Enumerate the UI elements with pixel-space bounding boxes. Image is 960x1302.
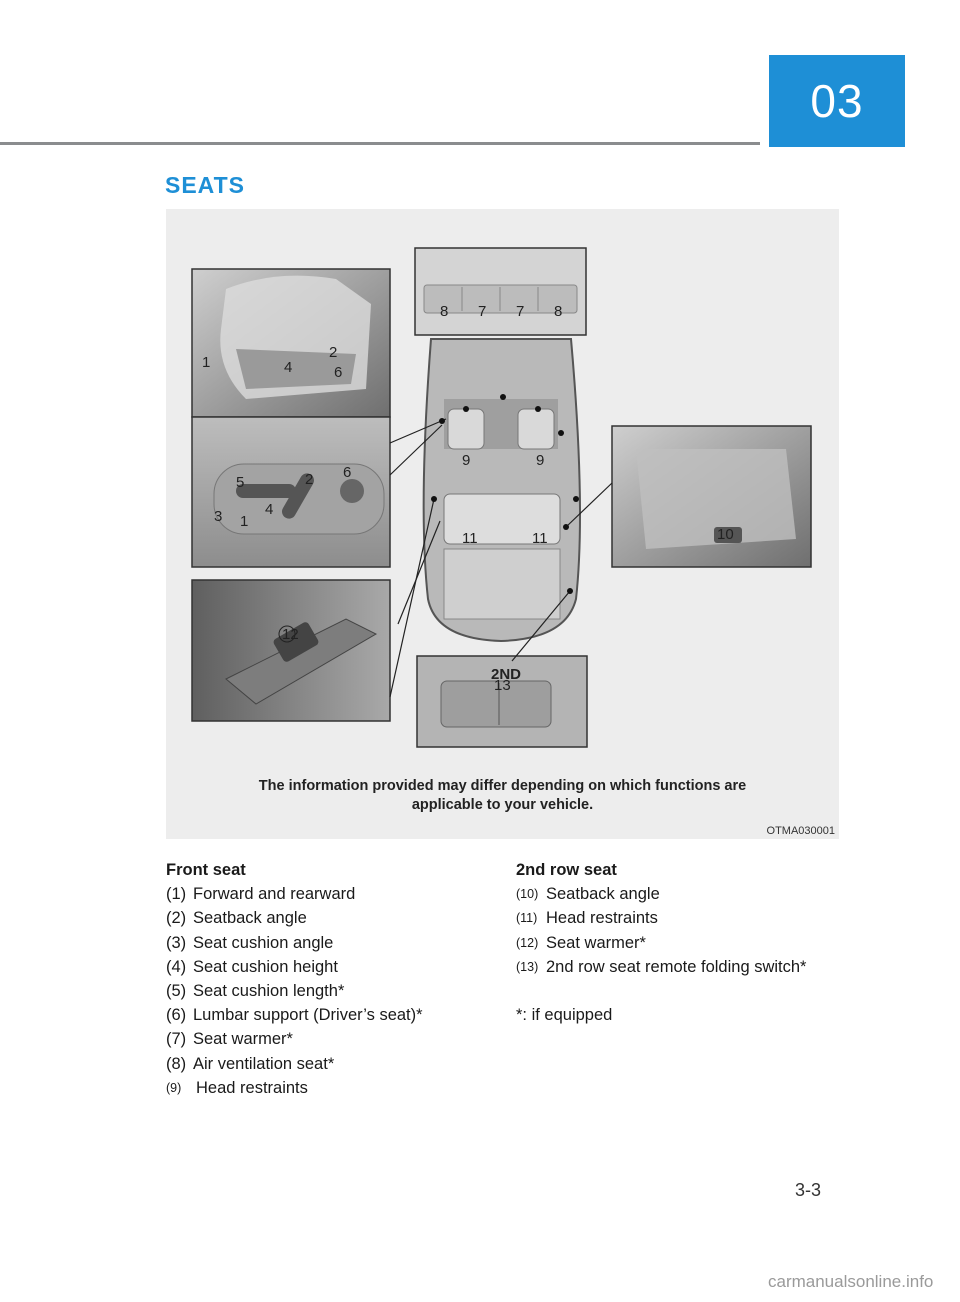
item-number: (13) [516, 959, 539, 974]
list-item: (1) Forward and rearward [166, 882, 486, 906]
item-number: (2) [166, 909, 187, 928]
item-text: Seatback angle [193, 909, 307, 928]
second-row-seat-list: 2nd row seat (10) Seatback angle (11) Head… [516, 858, 846, 1027]
front-seat-list: Front seat (1) Forward and rearward (2) Se… [166, 858, 486, 1100]
item-number: (1) [166, 885, 187, 904]
switch-label-2nd: 2ND [491, 666, 521, 683]
figure-note: The information provided may differ depe… [166, 777, 839, 815]
callout-8b: 8 [554, 303, 562, 320]
footnote: *: if equipped [516, 1006, 613, 1025]
list-item: (10) Seatback angle [516, 882, 846, 906]
callout-9: 9 [462, 452, 470, 469]
section-title: SEATS [165, 172, 245, 198]
callout-12: 12 [282, 626, 299, 643]
page-number: 3-3 [795, 1180, 822, 1200]
callout-dots [431, 394, 579, 594]
list-item: (3) Seat cushion angle [166, 931, 486, 955]
callout-2b: 2 [305, 471, 313, 488]
item-text: 2nd row seat remote folding switch* [546, 957, 807, 976]
list-item: (7) Seat warmer* [166, 1027, 486, 1051]
item-text: Head restraints [196, 1078, 308, 1097]
item-number: (11) [516, 911, 538, 926]
item-number: (12) [516, 935, 539, 950]
callout-6b: 6 [343, 464, 351, 481]
callout-10: 10 [717, 526, 734, 543]
figure-note-line1: The information provided may differ depe… [258, 778, 747, 794]
item-number: (8) [166, 1054, 187, 1073]
door-switch-panel: 12 [191, 579, 391, 722]
seat-illustration: 1 2 4 6 5 2 6 3 1 4 12 [191, 247, 812, 748]
item-text: Air ventilation seat* [193, 1054, 335, 1073]
list-item: (6) Lumbar support (Driver’s seat)* [166, 1003, 486, 1027]
item-text: Seat cushion height [193, 957, 338, 976]
item-number: (5) [166, 982, 187, 1001]
seat-overview-figure: 1 2 4 6 5 2 6 3 1 4 12 [166, 209, 839, 839]
item-text: Seat warmer* [546, 933, 646, 952]
callout-11b: 11 [532, 530, 548, 547]
callout-11: 11 [462, 530, 478, 547]
callout-4b: 4 [265, 501, 273, 518]
callout-13: 13 [494, 677, 511, 694]
item-text: Seatback angle [546, 885, 660, 904]
callout-7: 7 [478, 303, 486, 320]
callout-2: 2 [329, 344, 337, 361]
callout-9b: 9 [536, 452, 544, 469]
item-number: (6) [166, 1006, 187, 1025]
second-row-seat-panel: 10 [611, 425, 812, 568]
item-number: (3) [166, 933, 187, 952]
leader-lines [389, 418, 613, 698]
item-text: Seat cushion length* [193, 982, 345, 1001]
callout-5: 5 [236, 474, 244, 491]
callout-3: 3 [214, 508, 222, 525]
console-switch-panel: 8 7 7 8 [414, 247, 587, 336]
item-text: Head restraints [546, 909, 658, 928]
watermark[interactable]: carmanualsonline.info [768, 1272, 934, 1291]
callout-1b: 1 [240, 513, 248, 530]
list-item: (12) Seat warmer* [516, 931, 846, 955]
item-text: Seat cushion angle [193, 933, 334, 952]
list-item: (11) Head restraints [516, 906, 846, 930]
item-number: (10) [516, 887, 539, 902]
chapter-number: 03 [810, 75, 864, 127]
chapter-tab: 03 [769, 55, 905, 147]
list-item: (9) Head restraints [166, 1076, 486, 1100]
list-item: (2) Seatback angle [166, 906, 486, 930]
list-item: (13) 2nd row seat remote folding switch* [516, 955, 846, 979]
remote-folding-switch-panel: 2ND 13 [416, 655, 588, 748]
list-item: (4) Seat cushion height [166, 955, 486, 979]
second-row-heading: 2nd row seat [516, 861, 617, 879]
front-seat-heading: Front seat [166, 861, 246, 879]
item-text: Seat warmer* [193, 1030, 293, 1049]
front-seat-side-panel: 1 2 4 6 [191, 268, 391, 418]
callout-4: 4 [284, 359, 292, 376]
callout-1: 1 [202, 354, 210, 371]
vehicle-top-view: 9 9 11 11 [422, 338, 581, 643]
item-text: Lumbar support (Driver’s seat)* [193, 1006, 423, 1025]
item-number: (9) [166, 1080, 182, 1095]
callout-8: 8 [440, 303, 448, 320]
item-text: Forward and rearward [193, 885, 356, 904]
figure-code: OTMA030001 [766, 825, 835, 837]
callout-7b: 7 [516, 303, 524, 320]
figure-note-line2: applicable to your vehicle. [411, 797, 594, 813]
list-item: (8) Air ventilation seat* [166, 1052, 486, 1076]
item-number: (4) [166, 957, 187, 976]
header-rule [0, 142, 760, 145]
list-item: (5) Seat cushion length* [166, 979, 486, 1003]
item-number: (7) [166, 1030, 187, 1049]
callout-6: 6 [334, 364, 342, 381]
front-seat-switch-panel: 5 2 6 3 1 4 [191, 416, 391, 568]
